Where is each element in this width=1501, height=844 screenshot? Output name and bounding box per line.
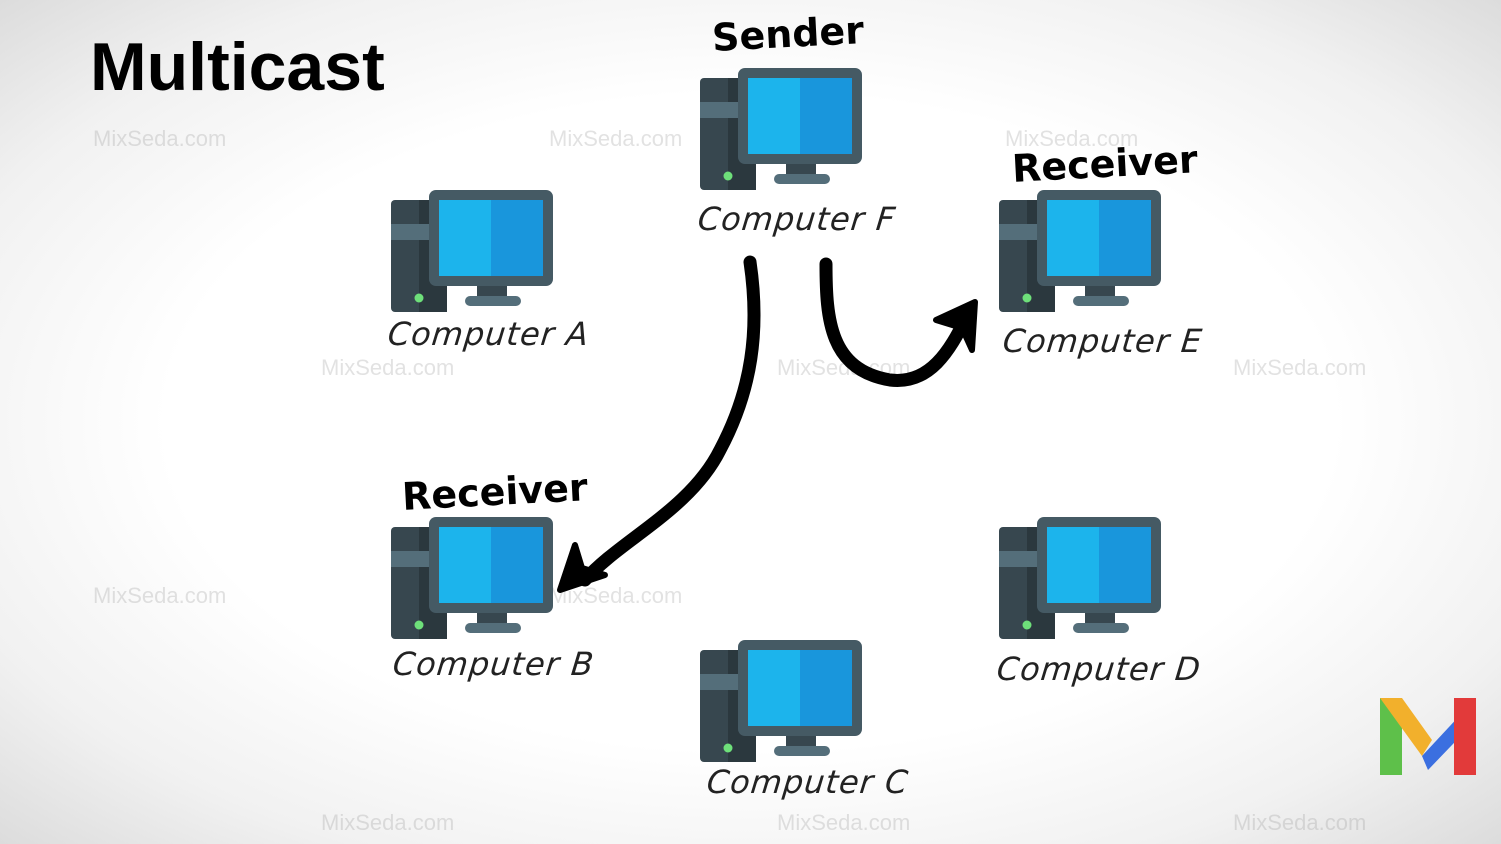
arrowhead-e bbox=[933, 299, 978, 353]
page-title: Multicast bbox=[90, 29, 385, 105]
arrow-f-to-e bbox=[819, 257, 973, 387]
watermark: MixSeda.com bbox=[93, 583, 227, 608]
watermark: MixSeda.com bbox=[1233, 355, 1367, 380]
watermark: MixSeda.com bbox=[1233, 810, 1367, 835]
watermark: MixSeda.com bbox=[549, 126, 683, 151]
watermark: MixSeda.com bbox=[1005, 126, 1139, 151]
watermark: MixSeda.com bbox=[321, 810, 455, 835]
brand-logo bbox=[1380, 698, 1476, 775]
watermark: MixSeda.com bbox=[321, 355, 455, 380]
arrowhead-b bbox=[557, 542, 608, 593]
watermark: MixSeda.com bbox=[777, 810, 911, 835]
watermark: MixSeda.com bbox=[93, 126, 227, 151]
arrow-f-to-b bbox=[578, 255, 761, 587]
